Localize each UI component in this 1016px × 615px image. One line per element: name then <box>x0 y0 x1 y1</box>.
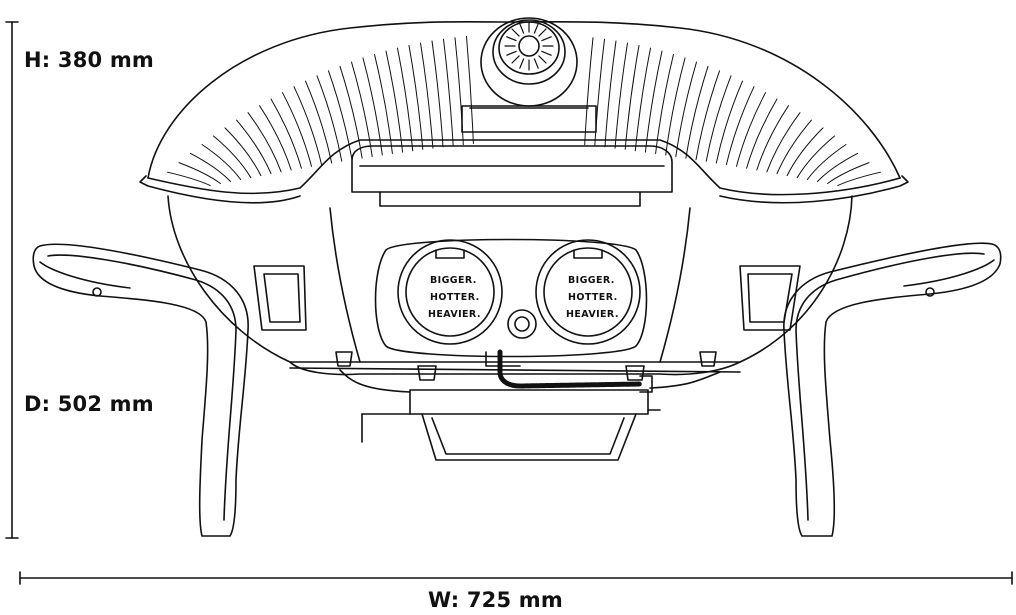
width-label: W: 725 mm <box>428 588 563 612</box>
lid-rib <box>624 45 640 150</box>
lid-rib <box>584 37 594 146</box>
lid-rib <box>837 171 881 187</box>
gauge-tick <box>511 55 520 64</box>
lid-rib <box>201 144 242 180</box>
lid-rib <box>270 98 302 169</box>
lid-rib <box>796 135 835 179</box>
lid-rib <box>705 75 732 162</box>
lid-rib <box>431 40 444 148</box>
height-dimension-line <box>5 21 19 539</box>
lid-rib <box>282 92 312 167</box>
lid-rib <box>756 105 789 171</box>
right-dial-line-1: BIGGER. <box>568 275 615 286</box>
lid-rib <box>746 98 778 169</box>
lid-rib <box>817 152 858 182</box>
depth-label: D: 502 mm <box>24 392 154 416</box>
lid-rib <box>604 40 617 148</box>
left-dial-line-3: HEAVIER. <box>428 309 481 320</box>
left-dial-line-2: HOTTER. <box>430 292 480 303</box>
lid-rib <box>236 119 272 175</box>
lid-rib <box>408 45 424 150</box>
gauge-tick <box>511 28 520 37</box>
gauge-tick <box>533 23 539 34</box>
lid-rib <box>594 38 605 147</box>
lid-rib <box>695 70 720 161</box>
lid-rib <box>397 47 414 152</box>
right-leg <box>783 242 1002 537</box>
lid-rib <box>190 152 231 182</box>
lid-rib <box>305 80 333 164</box>
right-dial-line-2: HOTTER. <box>568 292 618 303</box>
gauge-tick <box>506 50 517 56</box>
lid-rib <box>466 36 474 144</box>
lid-rib <box>224 127 262 177</box>
lid-rib <box>454 37 464 146</box>
lid-rib <box>715 80 743 164</box>
lid-rib <box>178 162 221 184</box>
gauge-tick <box>519 58 525 69</box>
lid-rib <box>685 65 709 159</box>
lid-rib <box>827 162 870 184</box>
height-label: H: 380 mm <box>24 48 154 72</box>
lid-rib <box>328 70 353 161</box>
lid-rib <box>766 112 801 173</box>
width-dimension-line <box>19 571 1013 585</box>
gauge-tick <box>506 36 517 42</box>
lid-rib <box>776 119 812 175</box>
grill-body <box>167 195 853 461</box>
lid-rib <box>259 105 292 171</box>
lid-rib <box>167 171 211 187</box>
lid-rib <box>420 42 434 149</box>
left-burner-dial-label: BIGGER. HOTTER. HEAVIER. <box>428 275 481 320</box>
lid-rib <box>806 144 847 180</box>
right-burner-dial-label: BIGGER. HOTTER. HEAVIER. <box>566 275 619 320</box>
grill-lid <box>139 17 909 207</box>
lid-rib <box>725 86 755 166</box>
lid-rib <box>247 112 282 173</box>
lid-rib <box>634 47 651 152</box>
lid-rib <box>374 53 393 154</box>
lid-rib <box>385 50 404 153</box>
lid-rib <box>316 75 343 162</box>
lid-rib <box>644 50 663 153</box>
left-leg <box>32 243 249 537</box>
lid-rib <box>293 86 323 166</box>
right-dial-line-3: HEAVIER. <box>566 309 619 320</box>
lid-rib <box>213 135 252 179</box>
left-dial-line-1: BIGGER. <box>430 275 477 286</box>
gauge-tick <box>538 55 547 64</box>
lid-rib <box>443 38 454 147</box>
lid-rib <box>675 61 697 157</box>
lid-rib <box>614 42 628 149</box>
lid-rib <box>665 57 686 156</box>
lid-rib <box>655 53 674 154</box>
gauge-tick <box>519 23 525 34</box>
gauge-tick <box>538 28 547 37</box>
lid-rib <box>786 127 824 177</box>
gauge-tick <box>533 58 539 69</box>
lid-rib <box>351 61 373 157</box>
gauge-tick <box>541 36 552 42</box>
lid-rib <box>736 92 766 167</box>
gauge-tick <box>541 50 552 56</box>
